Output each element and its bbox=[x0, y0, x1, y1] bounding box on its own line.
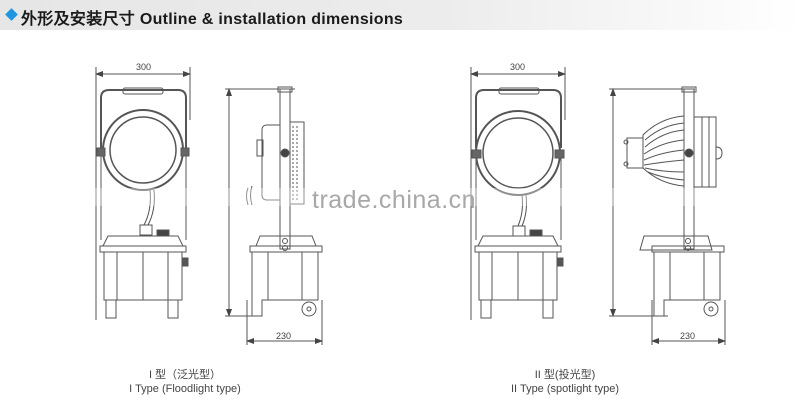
type1-depth-label: 230 bbox=[276, 331, 292, 341]
type2-caption-en: II Type (spotlight type) bbox=[510, 383, 620, 395]
section-header: 外形及安装尺寸 Outline & installation dimension… bbox=[0, 0, 800, 30]
type2-width-label: 300 bbox=[510, 62, 526, 72]
type2-front-view bbox=[470, 67, 566, 320]
type1-caption-cn: I 型（泛光型） bbox=[148, 369, 222, 381]
type1-caption-en: I Type (Floodlight type) bbox=[129, 383, 241, 395]
type1-side-view bbox=[225, 86, 323, 345]
section-title: 外形及安装尺寸 Outline & installation dimension… bbox=[21, 11, 404, 28]
type2-caption: II 型(投光型) II Type (spotlight type) bbox=[480, 368, 650, 396]
type1-width-label: 300 bbox=[136, 62, 152, 72]
type2-caption-cn: II 型(投光型) bbox=[534, 369, 596, 381]
type1-front-view bbox=[95, 67, 191, 320]
type1-caption: I 型（泛光型） I Type (Floodlight type) bbox=[110, 368, 260, 396]
type2-depth-label: 230 bbox=[680, 331, 696, 341]
type2-side-view bbox=[609, 86, 726, 345]
watermark: trade.china.cn bbox=[312, 186, 477, 214]
